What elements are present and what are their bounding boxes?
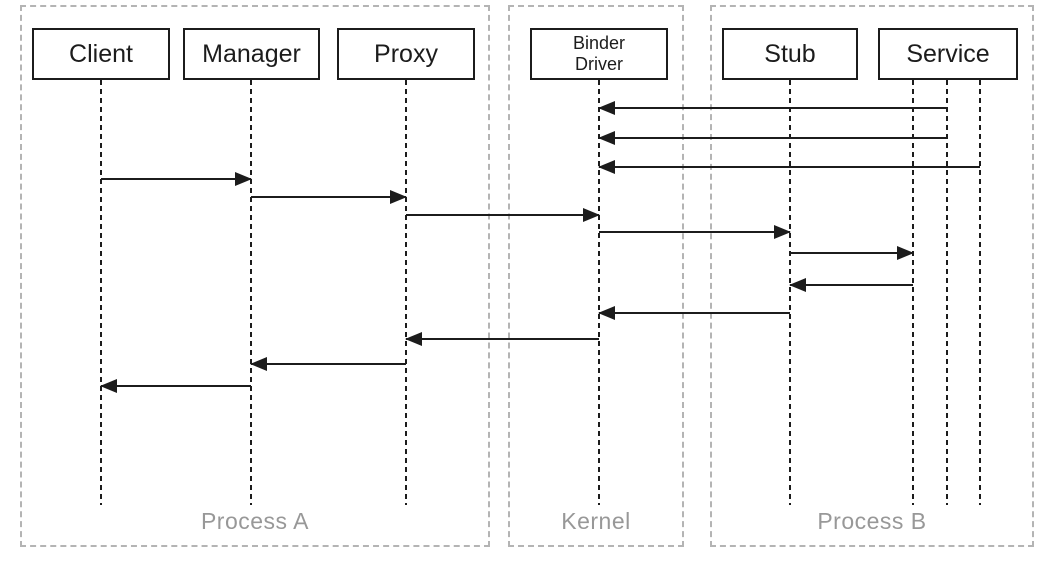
container-label-process-b: Process B bbox=[817, 508, 927, 534]
arrowhead-icon bbox=[598, 160, 615, 174]
arrow-1-service-to-binder-driver bbox=[598, 101, 947, 115]
participant-label: Client bbox=[69, 40, 133, 68]
arrowhead-icon bbox=[897, 246, 914, 260]
lifeline-service-2 bbox=[946, 80, 948, 505]
participant-label: Stub bbox=[764, 40, 816, 68]
arrowhead-icon bbox=[405, 332, 422, 346]
arrow-5-manager-to-proxy bbox=[251, 190, 407, 204]
container-process-a: Process A bbox=[20, 5, 490, 547]
participant-label: Driver bbox=[575, 54, 623, 74]
container-kernel: Kernel bbox=[508, 5, 684, 547]
arrow-2-service-to-binder-driver bbox=[598, 131, 947, 145]
participant-box-stub: Stub bbox=[722, 28, 858, 80]
lifeline-proxy bbox=[405, 80, 407, 505]
participant-label: Binder bbox=[572, 33, 626, 53]
arrow-6-proxy-to-binder-driver bbox=[406, 208, 600, 222]
container-label-process-a: Process A bbox=[200, 508, 310, 534]
arrow-4-client-to-manager bbox=[101, 172, 252, 186]
arrow-7-binder-driver-to-stub bbox=[599, 225, 791, 239]
participant-box-client: Client bbox=[32, 28, 170, 80]
participant-label: Service bbox=[906, 40, 990, 68]
container-label-kernel: Kernel bbox=[561, 508, 631, 534]
arrow-3-service-to-binder-driver bbox=[598, 160, 980, 174]
arrow-8-stub-to-service bbox=[790, 246, 914, 260]
participant-box-service: Service bbox=[878, 28, 1018, 80]
lifeline-binder-driver bbox=[598, 80, 600, 505]
participant-box-proxy: Proxy bbox=[337, 28, 475, 80]
arrow-13-manager-to-client bbox=[100, 379, 251, 393]
lifeline-service-3 bbox=[979, 80, 981, 505]
arrowhead-icon bbox=[235, 172, 252, 186]
arrowhead-icon bbox=[598, 306, 615, 320]
arrowhead-icon bbox=[789, 278, 806, 292]
arrowhead-icon bbox=[598, 131, 615, 145]
arrow-10-stub-to-binder-driver bbox=[598, 306, 790, 320]
arrow-12-proxy-to-manager bbox=[250, 357, 406, 371]
container-process-b: Process B bbox=[710, 5, 1034, 547]
participant-label: Manager bbox=[202, 40, 301, 68]
lifeline-manager bbox=[250, 80, 252, 505]
arrowhead-icon bbox=[100, 379, 117, 393]
participant-box-manager: Manager bbox=[183, 28, 320, 80]
lifeline-service-1 bbox=[912, 80, 914, 505]
participant-label: Proxy bbox=[374, 40, 438, 68]
arrow-9-service-to-stub bbox=[789, 278, 913, 292]
arrow-11-binder-driver-to-proxy bbox=[405, 332, 599, 346]
arrowhead-icon bbox=[390, 190, 407, 204]
arrowhead-icon bbox=[774, 225, 791, 239]
arrowhead-icon bbox=[598, 101, 615, 115]
lifeline-stub bbox=[789, 80, 791, 505]
lifeline-client bbox=[100, 80, 102, 505]
arrowhead-icon bbox=[583, 208, 600, 222]
arrowhead-icon bbox=[250, 357, 267, 371]
